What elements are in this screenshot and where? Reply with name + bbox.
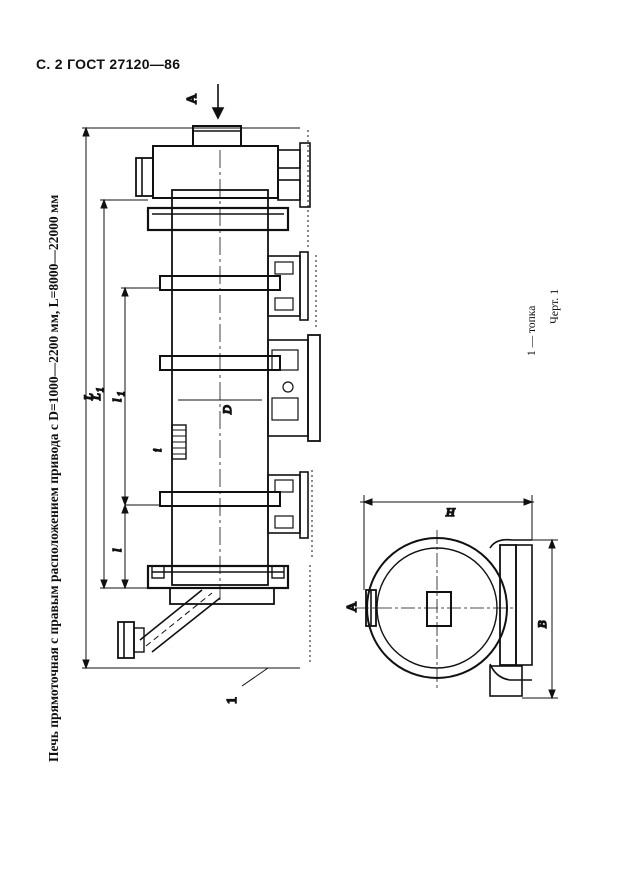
kiln-end-view: А H B: [344, 495, 558, 700]
dim-label-diameter: D: [220, 405, 234, 415]
dimension-lines: [82, 126, 300, 687]
kiln-top-flange: [192, 125, 242, 147]
dim-label-height: H: [445, 505, 456, 519]
drive-unit-main: [267, 334, 321, 442]
dim-label-l: l: [110, 548, 124, 552]
kiln-side-nozzle: [135, 157, 154, 197]
kiln-ring-1: [146, 206, 290, 232]
section-view-label-a: А: [345, 601, 360, 612]
callout-1: 1: [225, 697, 240, 704]
end-view-support: [499, 544, 517, 666]
view-label-a: А: [185, 93, 200, 104]
kiln-bottom-head: [169, 587, 275, 605]
dim-label-total-length: L: [81, 393, 95, 401]
drum-section-break: [171, 399, 262, 460]
drive-unit-upper: [267, 251, 309, 321]
dim-label-L1-sub: 1: [95, 388, 105, 393]
dim-label-l1-sub: 1: [116, 392, 126, 397]
dim-label-L1: L: [89, 393, 103, 401]
dim-label-slope: i: [150, 449, 164, 452]
dim-label-width: B: [535, 620, 549, 628]
drive-unit-lower: [267, 471, 309, 539]
kiln-elevation: А L L 1 l 1 l D i 1: [80, 84, 321, 705]
end-view-opening: [426, 591, 452, 627]
page-header: С. 2 ГОСТ 27120—86: [36, 56, 181, 72]
firebox-pipe: [117, 589, 221, 659]
dim-label-l1: l: [110, 398, 124, 402]
